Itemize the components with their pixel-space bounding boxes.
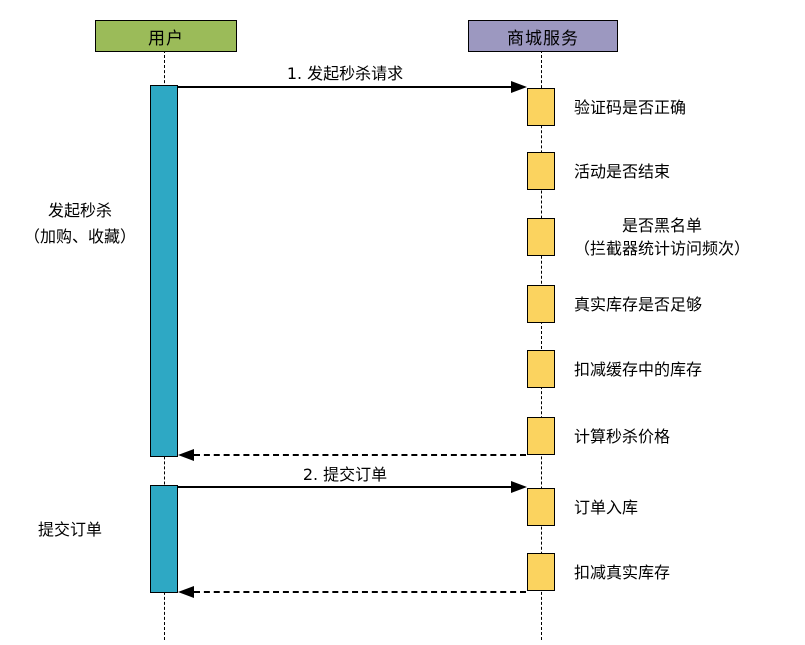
message-2-label: 2. 提交订单: [302, 465, 388, 484]
activation-user-phase2: [150, 485, 178, 593]
message-1-arrowhead-icon: [511, 81, 527, 93]
step-box-deduct-cache-stock: [527, 350, 555, 388]
step-box-order-to-db: [527, 488, 555, 526]
step-box-activity-ended: [527, 152, 555, 190]
message-2-line: [178, 486, 511, 488]
return-2-arrowhead-icon: [178, 586, 194, 598]
step-box-blacklist-check: [527, 218, 555, 256]
message-1-label: 1. 发起秒杀请求: [286, 64, 404, 83]
phase-1-label: 发起秒杀 （加购、收藏）: [23, 201, 136, 246]
actor-user-label: 用户: [148, 28, 184, 49]
return-1-arrowhead-icon: [178, 449, 194, 461]
lifeline-mall-service: [541, 50, 542, 640]
activation-user-phase1: [150, 85, 178, 457]
step-label: 订单入库: [574, 497, 639, 517]
step-box-calc-seckill-price: [527, 417, 555, 455]
actor-user-box: 用户: [95, 20, 237, 52]
actor-mall-service-label: 商城服务: [507, 28, 579, 49]
step-box-deduct-real-stock: [527, 553, 555, 591]
message-2-arrowhead-icon: [511, 481, 527, 493]
step-label: 验证码是否正确: [574, 97, 687, 117]
step-label: 是否黑名单 （拦截器统计访问频次）: [574, 216, 751, 258]
step-box-real-stock-check: [527, 285, 555, 323]
message-1-line: [178, 86, 511, 88]
step-label: 活动是否结束: [574, 161, 671, 181]
step-label: 扣减真实库存: [574, 562, 671, 582]
step-label: 真实库存是否足够: [574, 294, 703, 314]
phase-2-label: 提交订单: [37, 520, 102, 539]
return-2-line: [194, 591, 526, 593]
step-label: 计算秒杀价格: [574, 426, 671, 446]
actor-mall-service-box: 商城服务: [468, 20, 618, 52]
step-box-verify-captcha: [527, 88, 555, 126]
step-label: 扣减缓存中的库存: [574, 359, 703, 379]
return-1-line: [194, 454, 526, 456]
